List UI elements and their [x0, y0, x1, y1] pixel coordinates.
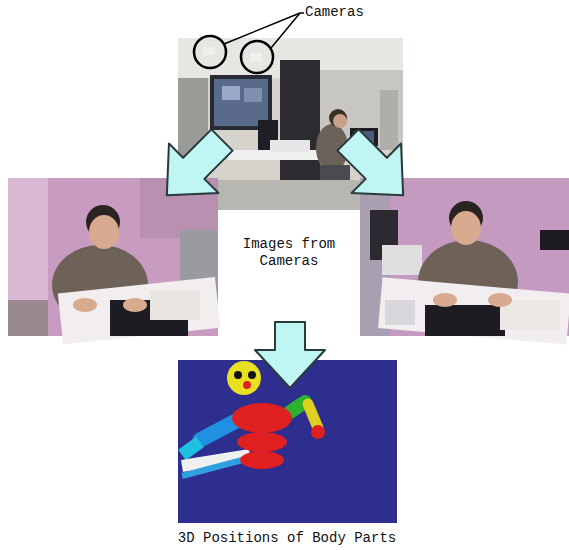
office-photo [329, 109, 347, 127]
camera-callout [194, 13, 304, 73]
camera-view-right [378, 277, 569, 344]
body-model [182, 442, 200, 455]
camera-view-left [8, 178, 218, 336]
body-model [234, 371, 242, 379]
camera-label: Cameras [305, 4, 364, 21]
office-photo [333, 114, 347, 128]
office-photo [270, 140, 310, 152]
office-photo [380, 90, 398, 150]
body-model [243, 381, 251, 389]
body-model [240, 451, 284, 469]
camera-view-right [425, 305, 505, 336]
body-model [200, 420, 238, 440]
camera-view-right [540, 230, 569, 250]
flow-arrow [142, 115, 428, 388]
body-model [308, 404, 318, 428]
camera-callout [271, 13, 300, 48]
flow-arrow [323, 115, 428, 220]
camera-callout [224, 13, 300, 44]
flow-arrow [255, 322, 325, 388]
camera-view-right [488, 293, 512, 307]
office-photo [222, 86, 240, 100]
body-model [311, 425, 325, 439]
camera-callout [241, 41, 273, 73]
body-model [232, 403, 292, 433]
body-model [182, 458, 250, 476]
camera-view-right [433, 293, 457, 307]
camera-view-left [8, 300, 48, 336]
camera-view-left [123, 298, 147, 312]
camera-view-left [150, 290, 200, 320]
camera-callout [194, 36, 226, 68]
caption-label: 3D Positions of Body Parts [178, 530, 396, 547]
camera-callout [300, 12, 304, 14]
camera-view-right [385, 300, 415, 325]
office-photo [214, 79, 268, 126]
camera-view-right [382, 245, 422, 275]
camera-view-left [73, 298, 97, 312]
camera-device [250, 53, 262, 61]
camera-view-left [8, 178, 220, 344]
camera-view-right [360, 178, 569, 336]
office-photo [244, 88, 262, 102]
camera-view-left [8, 178, 48, 336]
body-model [227, 361, 261, 395]
body-model [237, 432, 287, 452]
camera-view-left [89, 215, 119, 249]
camera-view-left [58, 277, 220, 344]
process-label: Images from Cameras [239, 236, 339, 270]
camera-device [203, 47, 215, 55]
camera-view-right [451, 211, 481, 245]
flow-arrow [142, 115, 247, 220]
camera-view-right [360, 178, 569, 345]
body-model [248, 371, 256, 379]
camera-device [203, 47, 262, 61]
